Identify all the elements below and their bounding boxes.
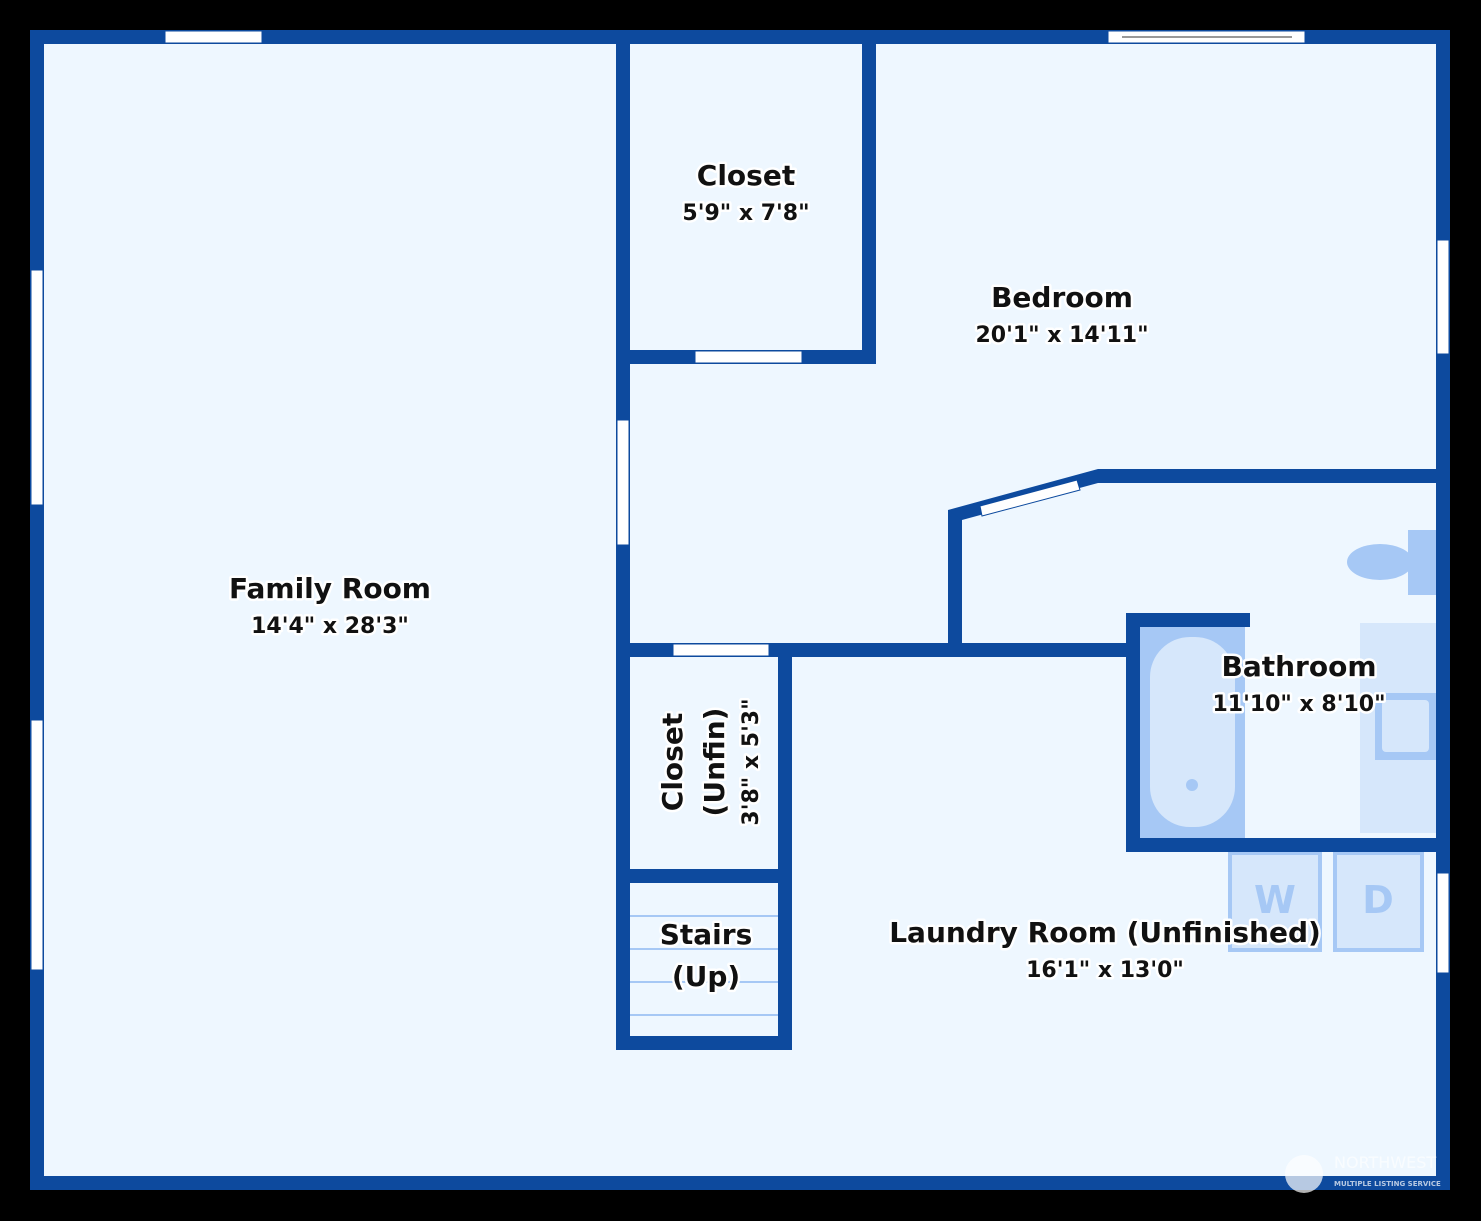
watermark-line1: NORTHWEST [1334, 1153, 1436, 1172]
laundry-room-name: Laundry Room (Unfinished) [889, 916, 1321, 949]
door-opening [616, 419, 630, 546]
closet-name: Closet [697, 159, 795, 192]
bedroom-dims: 20'1" x 14'11" [975, 323, 1148, 348]
laundry-room-dims: 16'1" x 13'0" [1026, 958, 1184, 983]
door-opening [694, 350, 803, 364]
closet-unfin-name-2: (Unfin) [698, 708, 731, 817]
closet-unfin-dims: 3'8" x 5'3" [739, 698, 764, 825]
window [1436, 872, 1450, 974]
window [1436, 239, 1450, 355]
washer [1228, 851, 1322, 952]
window [164, 30, 263, 44]
bathroom-dims: 11'10" x 8'10" [1212, 692, 1385, 717]
closet-dims: 5'9" x 7'8" [682, 201, 809, 226]
nwmls-watermark: NORTHWEST MULTIPLE LISTING SERVICE [1285, 1153, 1441, 1193]
stair-treads [630, 915, 778, 1016]
door-opening [979, 479, 1081, 517]
floor [30, 30, 1450, 1190]
bedroom-name: Bedroom [991, 281, 1133, 314]
family-room-dims: 14'4" x 28'3" [251, 614, 409, 639]
dryer [1333, 851, 1424, 952]
nwmls-logo-icon [1285, 1155, 1323, 1193]
watermark-line2: MULTIPLE LISTING SERVICE [1334, 1180, 1441, 1188]
toilet-bowl [1347, 544, 1413, 580]
fixtures: W D [630, 530, 1436, 1016]
window [30, 269, 44, 506]
closet-unfin-name-1: Closet [656, 713, 689, 811]
stairs-name-2: (Up) [672, 960, 740, 993]
bathroom-name: Bathroom [1221, 650, 1376, 683]
door-opening [672, 643, 770, 657]
openings [30, 30, 1450, 974]
washer-label: W [1254, 878, 1296, 922]
window [30, 719, 44, 971]
stairs-name-1: Stairs [660, 918, 753, 951]
family-room-name: Family Room [229, 572, 431, 605]
dryer-label: D [1362, 878, 1394, 922]
